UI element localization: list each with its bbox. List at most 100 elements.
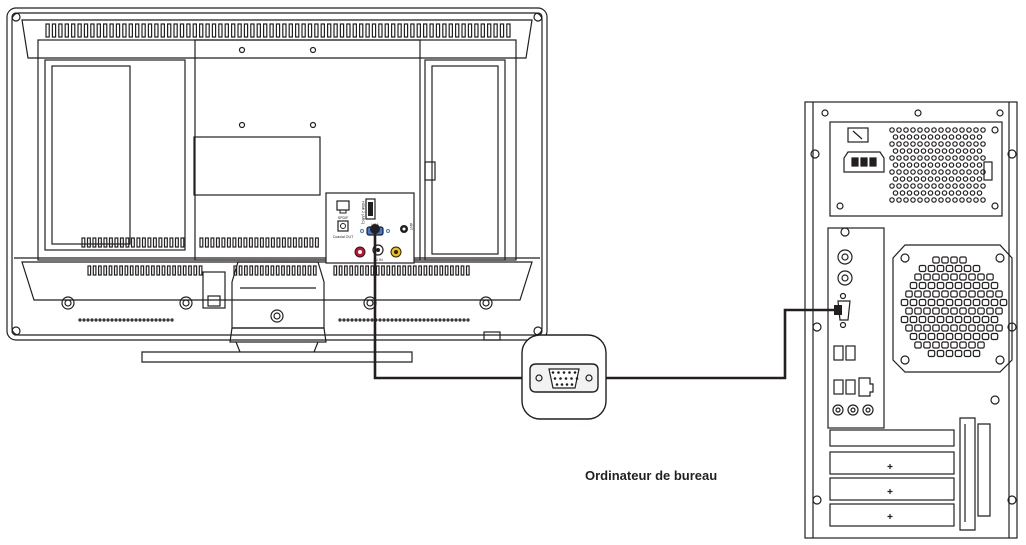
vent-slot	[467, 23, 473, 38]
vent-slot	[114, 237, 119, 248]
vent-dot	[362, 318, 366, 322]
vent-dot	[122, 318, 126, 322]
fan-grille-hole	[950, 256, 958, 264]
psu-grille-hole	[899, 176, 906, 182]
vent-slot	[474, 23, 479, 38]
vent-dot	[130, 318, 134, 322]
fan-grille-hole	[918, 281, 927, 290]
vent-slot	[442, 23, 447, 38]
vent-dot	[110, 318, 114, 322]
psu-grille-hole	[924, 169, 930, 175]
vent-slot	[381, 265, 385, 276]
vent-dot	[146, 318, 150, 322]
psu-grille-hole	[899, 134, 906, 140]
vent-slot	[320, 23, 326, 38]
vesa-hole	[309, 46, 317, 54]
fan-grille-hole	[995, 324, 1003, 332]
fan-grille-hole	[932, 341, 940, 349]
vent-slot	[265, 265, 269, 276]
fan-grille-hole	[986, 273, 994, 281]
psu-voltage-switch	[983, 161, 993, 181]
psu-grille-hole	[938, 127, 944, 133]
vesa-hole	[238, 46, 246, 54]
psu-grille-hole	[945, 141, 951, 147]
vga-connector-screw-left	[535, 374, 543, 382]
fan-grille-hole	[914, 273, 922, 281]
tv-power-inlet	[202, 271, 226, 309]
fan-grille-hole	[990, 281, 999, 290]
tv-stand-base	[141, 351, 413, 363]
psu-screw	[836, 202, 844, 210]
vent-slot	[314, 23, 319, 38]
vga-cable	[370, 224, 842, 380]
vent-slot	[407, 265, 412, 276]
fan-grille-hole	[963, 315, 972, 324]
tv-right-recess-inner	[431, 65, 499, 255]
vent-slot	[108, 237, 113, 248]
vent-slot	[378, 23, 383, 38]
ethernet-port	[858, 377, 874, 397]
desktop-computer-caption: Ordinateur de bureau	[585, 468, 718, 483]
fan-grille-hole	[986, 324, 994, 332]
psu-grille	[889, 127, 986, 203]
vent-dot	[438, 318, 442, 322]
psu-grille-hole	[980, 183, 986, 189]
vent-dot	[418, 318, 422, 322]
vent-slot	[254, 237, 259, 248]
tv-side-tab	[483, 331, 501, 341]
fan-grille-hole	[954, 332, 963, 341]
fan-grille-hole	[909, 281, 918, 290]
pc-lower-screw	[990, 395, 1000, 405]
vent-slot	[113, 265, 118, 276]
psu-socket-pin	[851, 157, 859, 167]
vent-slot	[288, 23, 294, 38]
vent-slot	[254, 265, 259, 276]
psu-grille-hole	[969, 162, 976, 168]
fan-grille-hole	[950, 324, 958, 332]
psu-grille-hole	[976, 134, 983, 140]
vent-slot	[276, 237, 281, 248]
pc-psu	[829, 121, 1003, 217]
vent-slot	[416, 23, 422, 38]
tv-label-plate	[193, 136, 321, 196]
vent-dot	[142, 318, 146, 322]
tv-left-handle	[51, 65, 131, 245]
pc-top-screw	[996, 109, 1004, 117]
tv-bottom-screw-inner	[482, 299, 490, 307]
vent-slot	[83, 23, 89, 38]
vent-dot	[446, 318, 450, 322]
ant-label: ANT	[409, 223, 413, 231]
vent-slot	[218, 23, 223, 38]
psu-grille-hole	[945, 197, 951, 203]
tv-mid-vents	[81, 237, 319, 248]
vent-dot	[406, 318, 410, 322]
vent-dot	[346, 318, 350, 322]
fan-grille-hole	[927, 349, 936, 358]
psu-grille-hole	[920, 190, 927, 196]
fan-grille-hole	[999, 298, 1008, 307]
av-yellow-jack-center	[394, 250, 398, 254]
vent-slot	[302, 265, 307, 276]
vent-slot	[391, 265, 396, 276]
psu-grille-hole	[938, 197, 944, 203]
vent-slot	[429, 23, 434, 38]
fan-grille-hole	[914, 324, 922, 332]
audio-jack	[862, 404, 874, 416]
psu-grille-hole	[924, 155, 930, 161]
psu-grille-hole	[941, 176, 948, 182]
vent-slot	[226, 237, 231, 248]
psu-grille-hole	[913, 162, 920, 168]
psu-grille-hole	[948, 190, 955, 196]
vent-dot	[338, 318, 342, 322]
psu-grille-hole	[948, 134, 955, 140]
vent-slot	[487, 23, 492, 38]
fan-grille-hole	[968, 273, 976, 281]
vent-slot	[439, 265, 444, 276]
vent-slot	[97, 265, 102, 276]
vent-dot	[158, 318, 162, 322]
vent-slot	[173, 23, 178, 38]
vent-dot	[366, 318, 370, 322]
vent-slot	[450, 265, 454, 276]
fan-grille-hole	[918, 264, 927, 273]
psu-grille-hole	[959, 155, 965, 161]
